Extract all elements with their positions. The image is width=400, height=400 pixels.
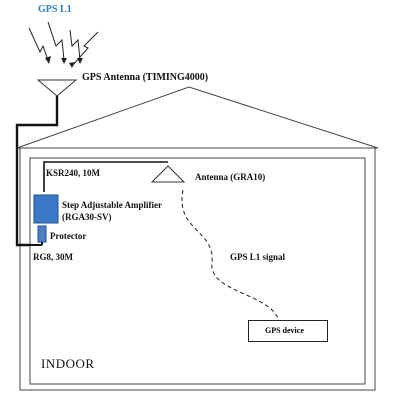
house-inner-wall [29,157,366,385]
rg8-cable [15,96,59,247]
lightning-bolt-1 [28,27,49,61]
arrowhead-1 [45,56,51,64]
ksr240-label: KSR240, 10M [46,168,100,178]
signal-arrowheads [45,56,83,68]
amplifier-model-label: (RGA30-SV) [62,212,112,222]
gps-l1-signal-path [181,189,279,319]
gps-device-box: GPS device [248,320,328,342]
lightning-bolt-3 [69,29,81,61]
protector-box [37,225,47,243]
rg8-cable-path [15,96,59,247]
gps-device-label: GPS device [265,326,304,335]
gra10-antenna-icon [150,165,186,183]
gps-antenna-label: GPS Antenna (TIMING4000) [82,72,209,83]
lightning-bolt-4 [71,31,99,67]
rg8-label: RG8, 30M [33,252,73,262]
arrowhead-2 [61,58,67,64]
house-outer-wall [19,147,376,391]
arrowhead-4 [69,62,75,68]
arrowhead-3 [77,58,83,64]
gps-antenna-icon [36,79,78,97]
gps-l1-signal-label: GPS L1 signal [230,252,286,262]
gps-antenna-shape [36,79,78,97]
lightning-bolt-2 [47,21,65,61]
house-roof [16,86,379,149]
ksr240-cable-path [43,161,168,192]
indoor-label: INDOOR [41,356,95,371]
ksr240-cable [43,161,168,192]
amplifier-box [33,194,59,224]
amplifier-label: Step Adjustable Amplifier [62,200,163,210]
signal-bolts-icon [28,21,99,67]
protector-label: Protector [50,231,87,241]
gps-l1-title: GPS L1 [38,4,72,15]
gra10-label: Antenna (GRA10) [195,172,266,182]
